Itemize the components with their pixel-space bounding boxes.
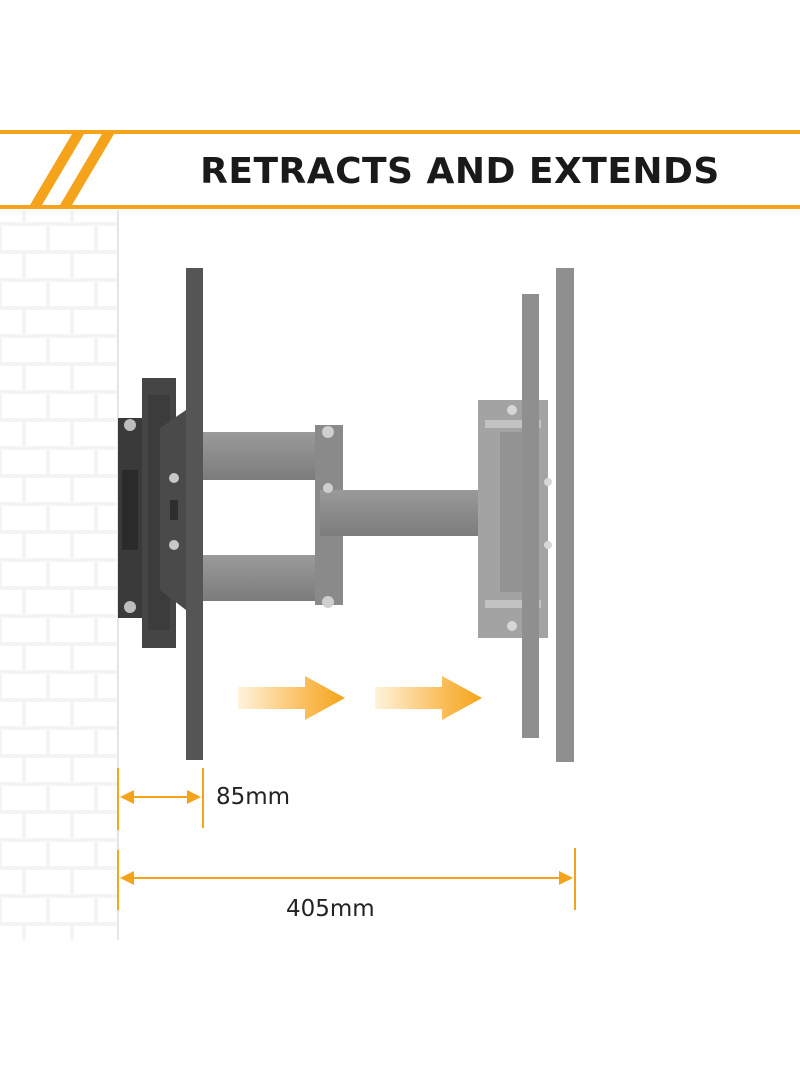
dimension-405mm — [117, 848, 576, 910]
brick-wall — [0, 118, 118, 940]
arrow-right-icon — [375, 676, 482, 720]
extended-depth-label: 405mm — [286, 896, 375, 922]
extended-tv-bracket — [478, 268, 574, 762]
banner-title: RETRACTS AND EXTENDS — [200, 151, 720, 192]
banner-stripe-2 — [60, 134, 114, 205]
motion-arrows — [238, 676, 482, 720]
banner-top-line — [0, 130, 800, 134]
dimension-85mm — [117, 768, 204, 830]
extension-arm — [203, 425, 520, 608]
banner-stripe-1 — [30, 134, 84, 205]
retracted-depth-label: 85mm — [216, 784, 291, 810]
banner-bottom-line — [0, 205, 800, 209]
arrow-right-icon — [238, 676, 345, 720]
retracted-tv-bracket — [160, 268, 203, 760]
title-banner — [0, 118, 800, 210]
